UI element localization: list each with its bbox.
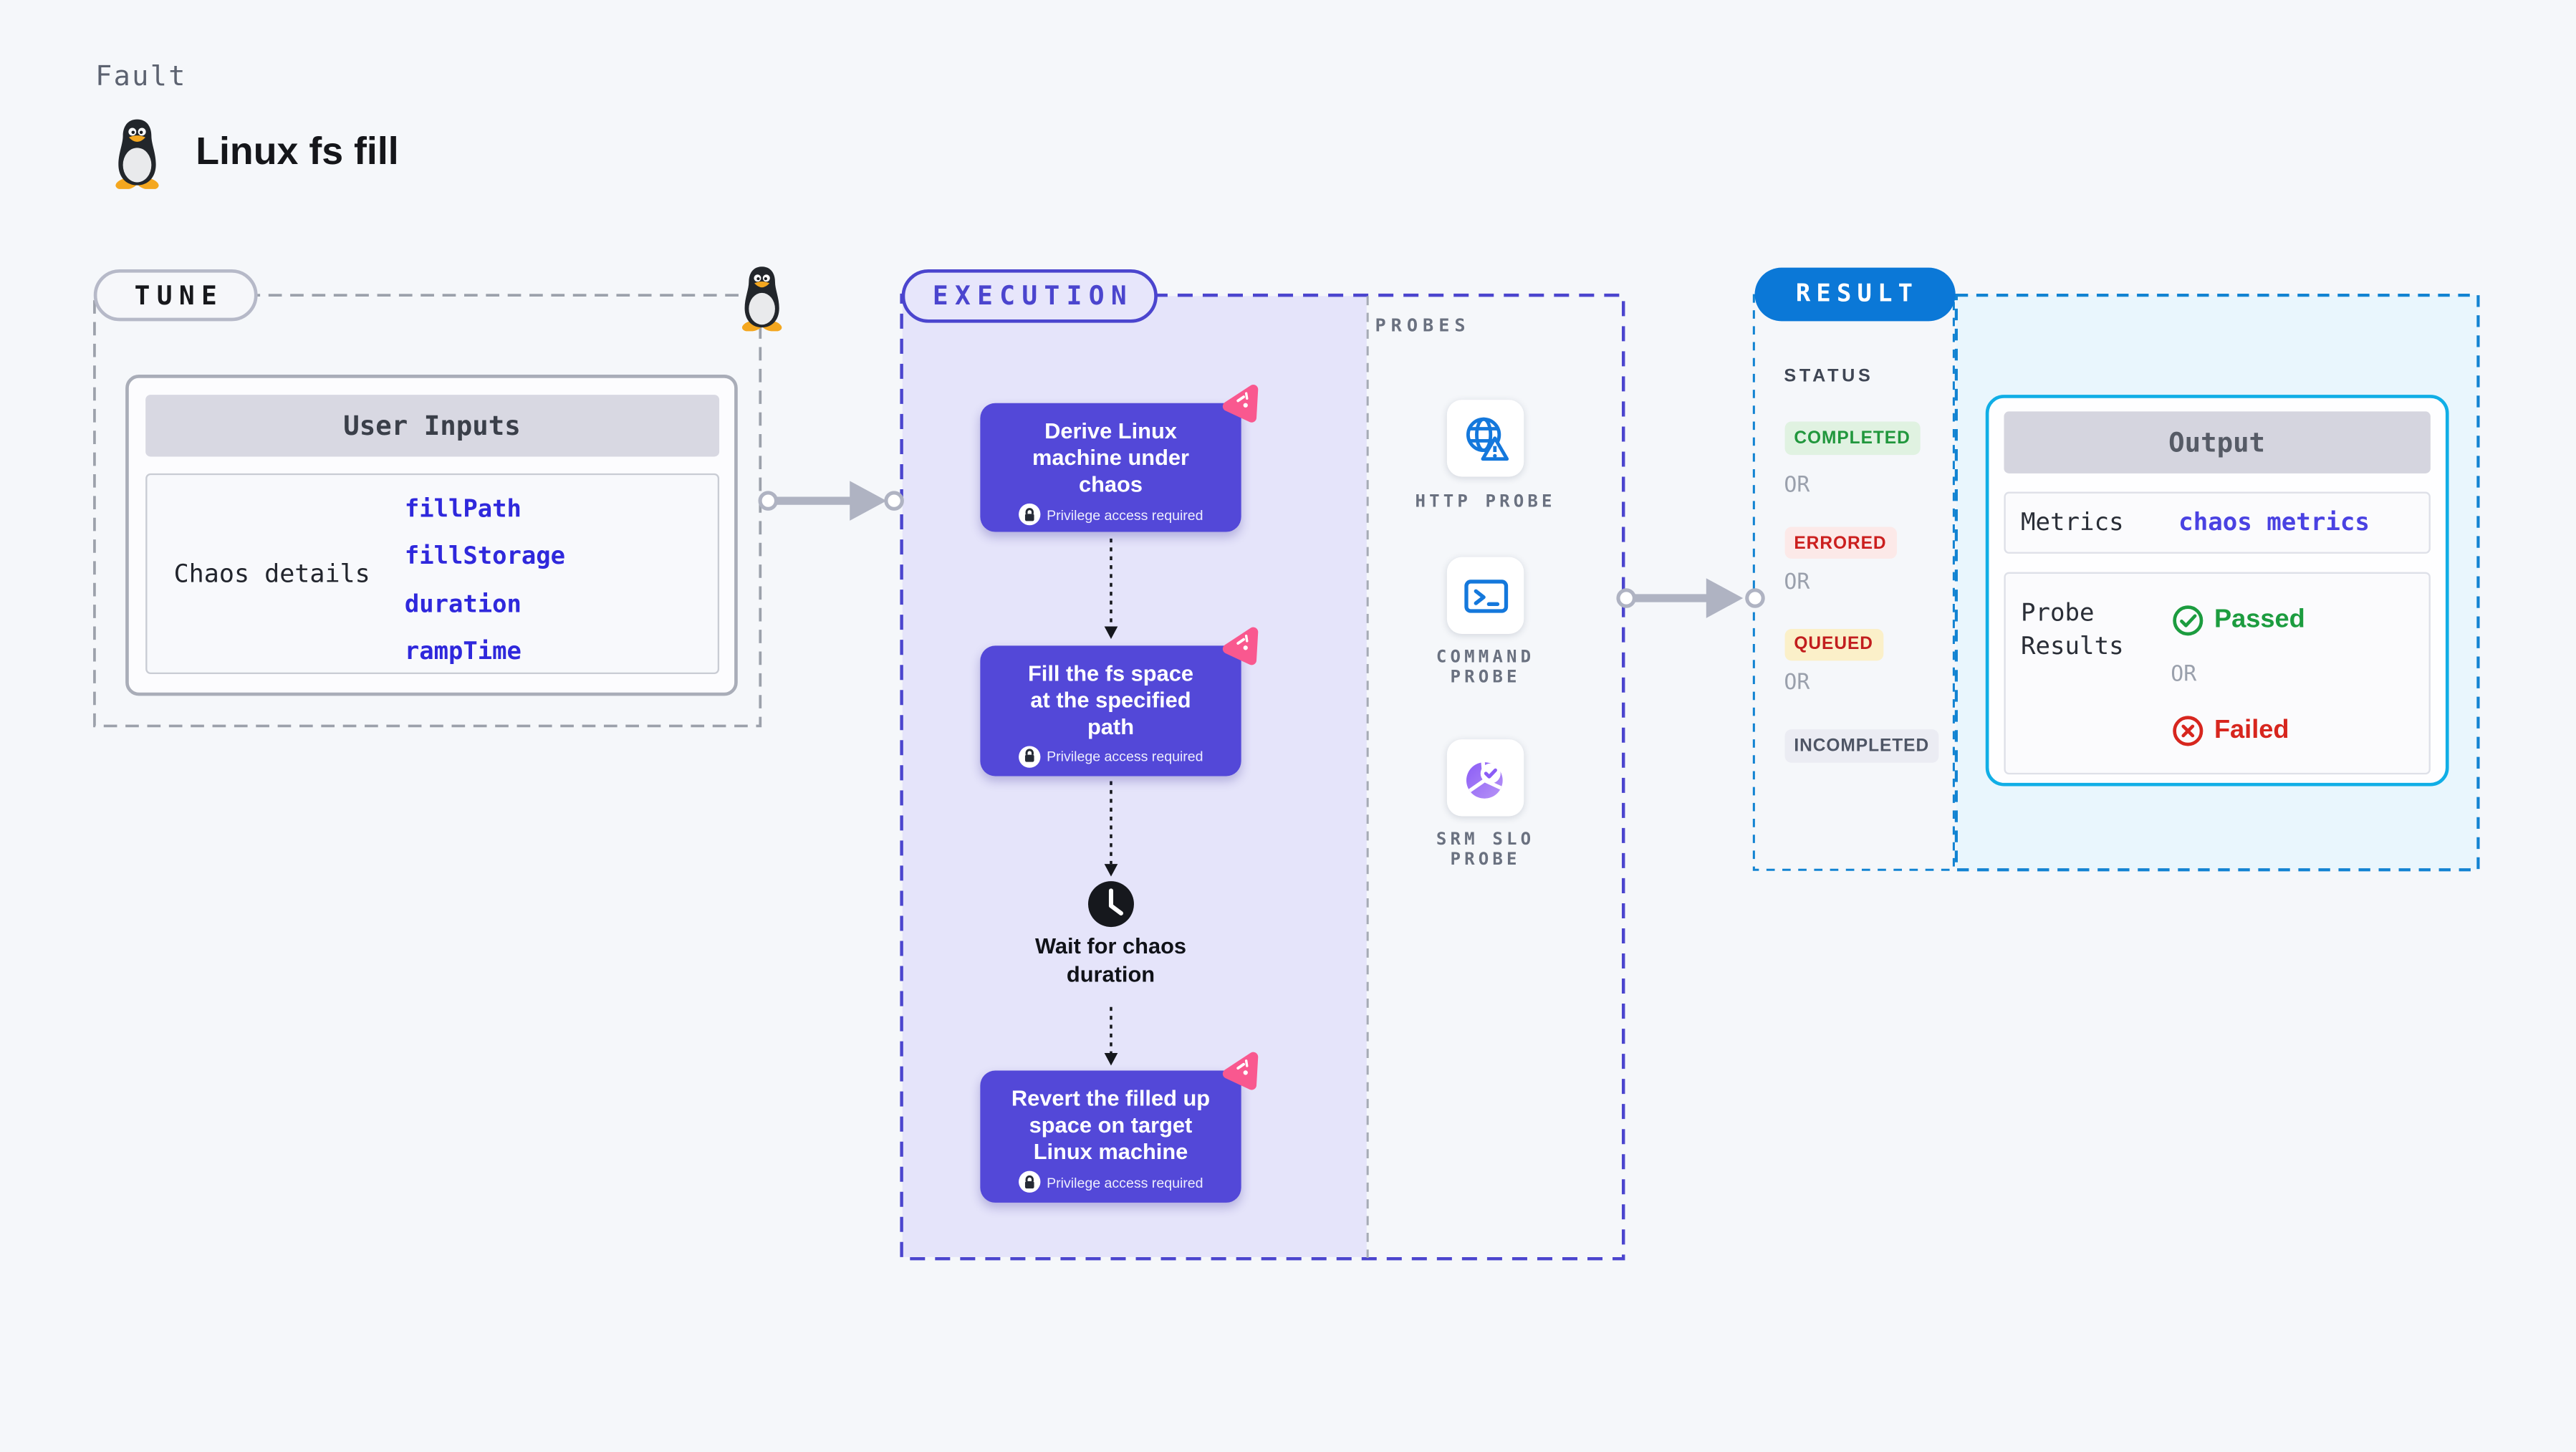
command-probe-card — [1446, 557, 1524, 635]
srm-slo-probe-card — [1446, 739, 1524, 817]
status-title: STATUS — [1784, 365, 1874, 386]
tune-to-execution-arrow — [758, 481, 904, 521]
or-separator: OR — [1784, 671, 1810, 697]
chaos-fault-icon — [1222, 1052, 1259, 1090]
failed-verdict: Failed — [2171, 715, 2289, 749]
globe-alert-icon — [1465, 416, 1508, 460]
execution-section-pill: EXECUTION — [901, 269, 1158, 322]
http-probe-card — [1446, 400, 1524, 477]
execution-to-result-arrow — [1616, 578, 1765, 618]
tune-section-pill: TUNE — [93, 269, 258, 322]
command-probe-label: COMMAND PROBE — [1436, 646, 1535, 688]
probes-section-title: PROBES — [1375, 314, 1471, 337]
privilege-badge-label: Privilege access required — [1047, 506, 1203, 523]
status-badge-incompleted: INCOMPLETED — [1784, 729, 1940, 762]
input-fillpath: fillPath — [404, 496, 522, 524]
failed-label: Failed — [2214, 716, 2289, 745]
fault-eyebrow: Fault — [95, 60, 187, 92]
input-duration: duration — [404, 591, 522, 619]
metrics-row: Metrics chaos metrics — [2003, 491, 2431, 555]
privilege-badge-label: Privilege access required — [1047, 748, 1203, 765]
srm-slo-probe-label: SRM SLO PROBE — [1436, 829, 1535, 870]
output-title: Output — [2003, 411, 2431, 474]
status-column: STATUS COMPLETED OR ERRORED OR QUEUED OR… — [1754, 295, 1953, 870]
check-circle-icon — [2172, 605, 2203, 636]
input-ramptime: rampTime — [404, 639, 522, 666]
step-revert-space: Revert the filled up space on target Lin… — [980, 1052, 1259, 1203]
status-badge-queued: QUEUED — [1784, 628, 1883, 661]
or-separator: OR — [1784, 473, 1810, 499]
privilege-badge: Privilege access required — [994, 745, 1228, 767]
probe-results-label: Probe Results — [2020, 598, 2124, 661]
status-badge-completed: COMPLETED — [1784, 421, 1921, 455]
status-badge-errored: ERRORED — [1784, 527, 1897, 559]
step-title: Fill the fs space at the specified path — [1027, 660, 1194, 739]
lock-icon — [1018, 504, 1040, 526]
page-title: Linux fs fill — [196, 128, 399, 173]
input-fillstorage: fillStorage — [404, 544, 566, 571]
privilege-badge-label: Privilege access required — [1047, 1173, 1203, 1191]
lock-icon — [1018, 745, 1040, 767]
terminal-icon — [1464, 579, 1507, 612]
chaos-inputs-list: fillPath fillStorage duration rampTime — [405, 486, 565, 676]
tux-penguin-icon — [115, 119, 159, 189]
step-fill-fs-space: Fill the fs space at the specified path … — [980, 626, 1259, 776]
user-inputs-title: User Inputs — [145, 395, 719, 458]
chaos-fault-icon — [1222, 626, 1259, 665]
http-probe-label: HTTP PROBE — [1415, 491, 1556, 511]
step-derive-machine: Derive Linux machine under chaos Privile… — [980, 384, 1259, 532]
user-inputs-card: User Inputs Chaos details fillPath fillS… — [126, 375, 738, 696]
privilege-badge: Privilege access required — [994, 1170, 1228, 1193]
wait-duration-label: Wait for chaos duration — [1034, 933, 1187, 987]
step-title: Revert the filled up space on target Lin… — [1011, 1085, 1211, 1165]
tux-penguin-icon — [741, 266, 782, 332]
chaos-fault-icon — [1222, 384, 1259, 423]
passed-label: Passed — [2214, 605, 2305, 635]
clock-icon — [1087, 881, 1134, 928]
privilege-badge: Privilege access required — [994, 504, 1228, 526]
passed-verdict: Passed — [2171, 605, 2305, 638]
or-separator: OR — [1784, 569, 1810, 595]
output-card: Output Metrics chaos metrics Probe Resul… — [1985, 393, 2448, 787]
metrics-label: Metrics — [2020, 509, 2124, 537]
x-circle-icon — [2172, 716, 2203, 747]
metrics-value: chaos metrics — [2178, 509, 2370, 537]
slo-donut-check-icon — [1465, 761, 1502, 798]
step-title: Derive Linux machine under chaos — [1032, 418, 1190, 498]
probe-results-row: Probe Results Passed OR Failed — [2003, 572, 2431, 775]
or-separator: OR — [2171, 663, 2197, 688]
user-inputs-table: Chaos details fillPath fillStorage durat… — [145, 473, 719, 676]
lock-icon — [1018, 1170, 1040, 1193]
chaos-details-label: Chaos details — [173, 559, 370, 590]
